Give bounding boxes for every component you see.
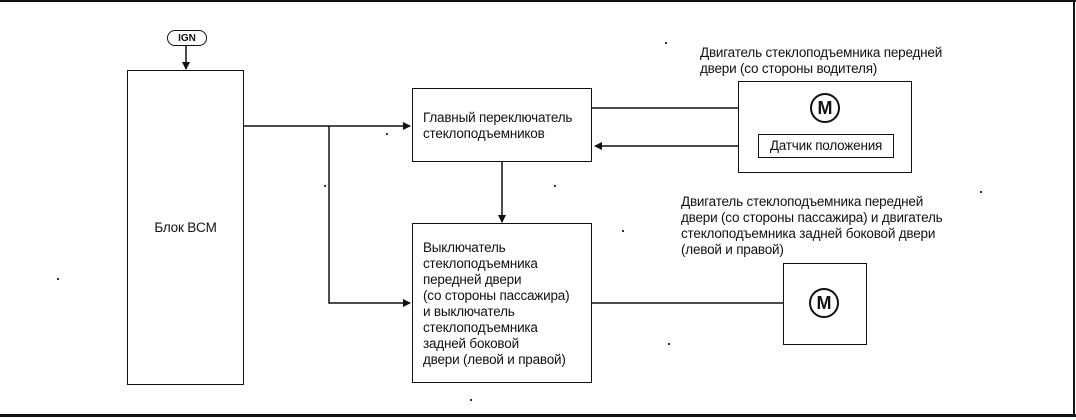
position-sensor-label: Датчик положения	[769, 138, 883, 153]
main-window-switch-block: Главный переключатель стеклоподъемников	[412, 88, 592, 162]
ign-label: IGN	[178, 32, 196, 44]
main-switch-label: Главный переключатель стеклоподъемников	[423, 110, 573, 141]
scan-speck	[554, 185, 556, 187]
passenger-motor-caption: Двигатель стеклоподъемника передней двер…	[681, 194, 943, 257]
bcm-block: Блок BCM	[127, 70, 244, 385]
scan-speck	[668, 343, 670, 345]
passenger-motor-icon: M	[809, 288, 839, 318]
scan-speck	[470, 399, 472, 401]
passenger-switch-label: Выключатель стеклоподъемника передней дв…	[423, 240, 570, 367]
passenger-motor-symbol: M	[816, 292, 832, 313]
scan-speck	[386, 133, 388, 135]
passenger-rear-window-switch-block: Выключатель стеклоподъемника передней дв…	[412, 223, 592, 383]
frame-top-border	[0, 0, 1076, 2]
ign-terminal: IGN	[167, 30, 207, 46]
driver-motor-symbol: M	[817, 97, 833, 118]
bcm-label: Блок BCM	[154, 219, 217, 235]
scan-speck	[980, 191, 982, 193]
scan-speck	[57, 278, 59, 280]
position-sensor-box: Датчик положения	[758, 134, 894, 158]
scan-speck	[324, 185, 326, 187]
frame-bottom-border	[0, 414, 1076, 417]
frame-right-border	[1073, 0, 1075, 417]
scan-speck	[622, 230, 624, 232]
driver-motor-icon: M	[810, 93, 840, 123]
bcm-to-passenger-switch-arrow	[328, 126, 411, 307]
scan-speck	[665, 42, 667, 44]
driver-motor-caption: Двигатель стеклоподъемника передней двер…	[700, 45, 943, 76]
